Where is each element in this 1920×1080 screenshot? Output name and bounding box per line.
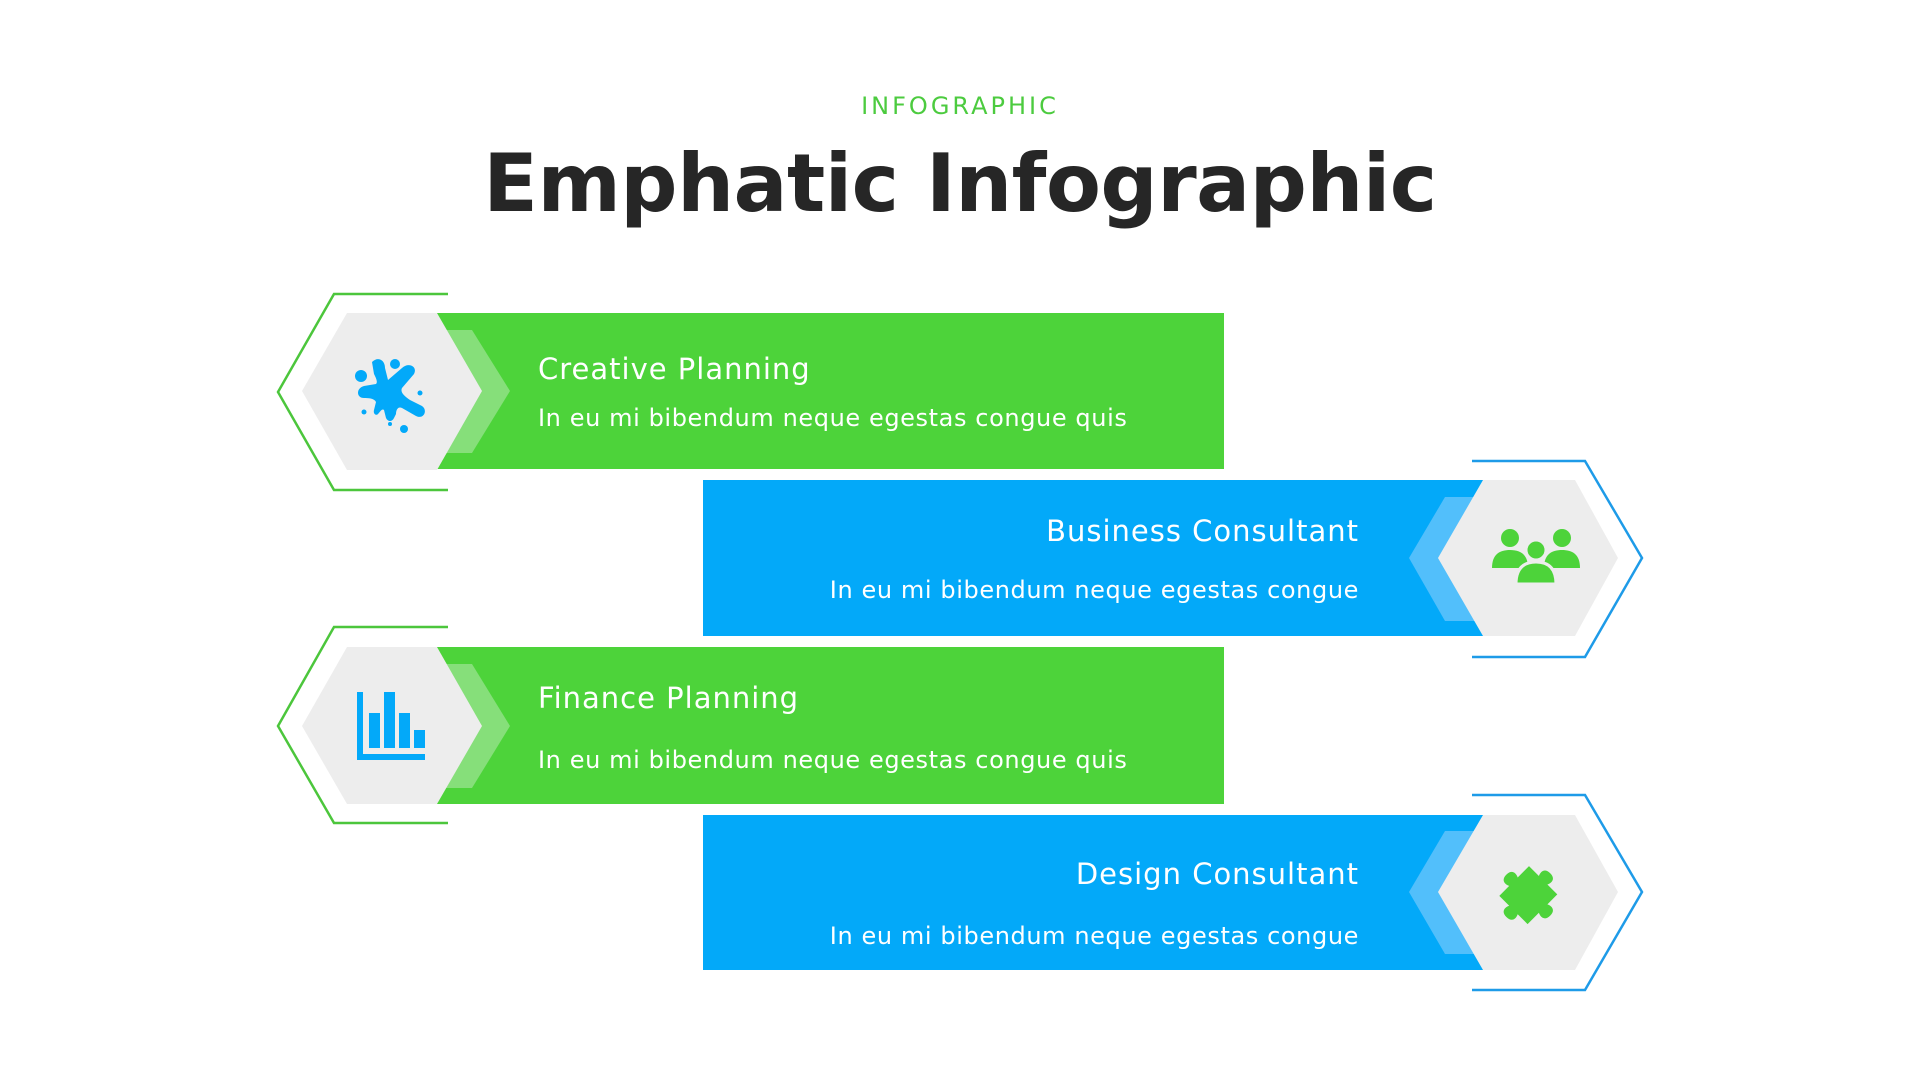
hex-outline: [276, 625, 448, 825]
item-description: In eu mi bibendum neque egestas congue: [829, 922, 1359, 950]
item-description: In eu mi bibendum neque egestas congue q…: [538, 404, 1128, 432]
page-title: Emphatic Infographic: [483, 137, 1437, 230]
puzzle-piece-icon: [1499, 866, 1558, 925]
bar-chart-icon: [357, 692, 425, 760]
eyebrow-label: INFOGRAPHIC: [861, 92, 1059, 120]
blue-bar: [703, 480, 1483, 636]
team-people-icon: [1492, 529, 1580, 584]
item-description: In eu mi bibendum neque egestas congue: [829, 576, 1359, 604]
item-title: Creative Planning: [538, 352, 811, 386]
hex-outline: [1472, 459, 1644, 659]
hex-outline: [276, 292, 448, 492]
green-bar: [437, 647, 1224, 804]
item-title: Finance Planning: [538, 681, 800, 715]
paint-splash-icon: [355, 359, 425, 433]
item-description: In eu mi bibendum neque egestas congue q…: [538, 746, 1128, 774]
blue-bar: [703, 815, 1483, 970]
item-title: Business Consultant: [1046, 514, 1359, 548]
item-title: Design Consultant: [1075, 857, 1359, 891]
hex-outline: [1472, 793, 1644, 992]
green-bar: [437, 313, 1224, 469]
